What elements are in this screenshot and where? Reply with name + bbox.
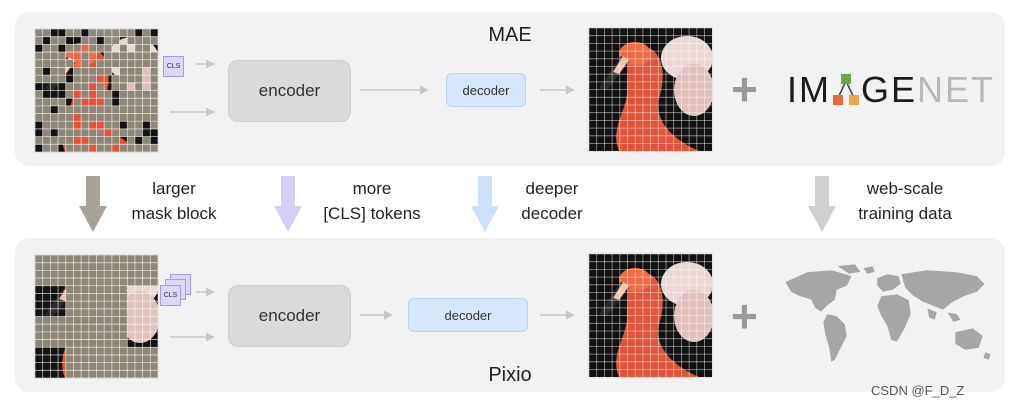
mae-encoder-block: encoder xyxy=(228,60,351,122)
mae-title: MAE xyxy=(488,24,532,46)
imagenet-tree-icon xyxy=(833,74,859,105)
flamingo-image-part xyxy=(613,282,629,300)
pixio-masked-input-image xyxy=(34,254,159,379)
change-label-decoder: deeper decoder xyxy=(521,179,583,223)
down-arrow-icon xyxy=(808,176,836,232)
mae-decoder-block: decoder xyxy=(446,73,526,107)
change-label-cls-tokens: more [CLS] tokens xyxy=(323,179,421,223)
pixio-encoder-block: encoder xyxy=(228,285,351,347)
flamingo-image-part xyxy=(674,290,712,342)
flamingo-image-part xyxy=(674,64,712,116)
change-label-mask-block: larger mask block xyxy=(131,179,217,223)
pixio-decoder-block: decoder xyxy=(408,298,528,332)
flamingo-image-part xyxy=(613,56,629,74)
world-map-icon xyxy=(784,263,992,363)
change-label-training-data: web-scale training data xyxy=(858,179,952,223)
flamingo-image-part xyxy=(616,272,699,377)
plus-icon: + xyxy=(731,63,758,115)
plus-icon: + xyxy=(731,290,758,342)
flamingo-image-part xyxy=(616,46,699,151)
cls-token-label: CLS xyxy=(160,285,181,306)
watermark: CSDN @F_D_Z xyxy=(871,383,965,398)
mae-masked-input-image xyxy=(34,28,159,153)
cls-token-label: CLS xyxy=(163,56,184,77)
down-arrow-icon xyxy=(274,176,302,232)
pixio-title: Pixio xyxy=(488,364,532,386)
mae-reconstructed-image xyxy=(588,27,713,152)
pixio-reconstructed-image xyxy=(588,253,713,378)
down-arrow-icon xyxy=(79,176,107,232)
down-arrow-icon xyxy=(471,176,499,232)
